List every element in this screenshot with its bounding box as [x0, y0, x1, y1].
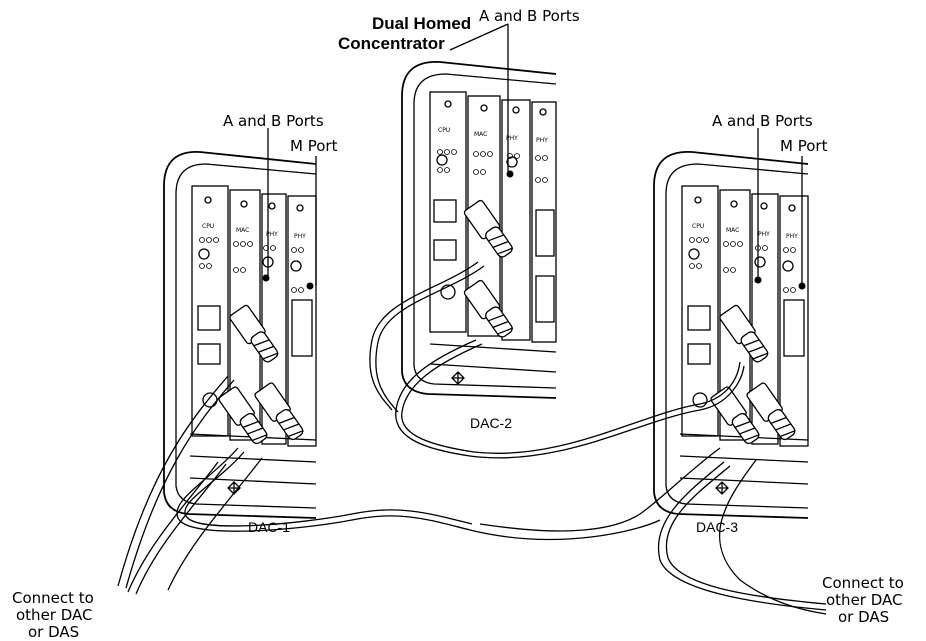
card-label-mac: MAC — [236, 227, 249, 234]
note-right-line-3: or DAS — [838, 608, 889, 626]
note-left-line-2: other DAC — [16, 606, 93, 624]
note-right-line-2: other DAC — [826, 591, 903, 609]
label-m-port-right: M Port — [780, 137, 828, 155]
note-right-line-1: Connect to — [822, 574, 904, 592]
title-line-1: Dual Homed — [372, 14, 471, 33]
card-label-phy: PHY — [506, 135, 518, 142]
label-ab-ports-right: A and B Ports — [712, 112, 813, 130]
label-m-port-left: M Port — [290, 137, 338, 155]
label-dac-3: DAC-3 — [696, 519, 738, 535]
dac-3-chassis — [653, 151, 809, 519]
label-dac-2: DAC-2 — [470, 415, 512, 431]
label-ab-ports-top: A and B Ports — [479, 7, 580, 25]
card-label-phy: PHY — [758, 231, 770, 238]
card-label-mac: MAC — [474, 131, 487, 138]
note-left-line-3: or DAS — [28, 623, 79, 641]
card-label-mac: MAC — [726, 227, 739, 234]
fiber-connectors — [218, 199, 796, 445]
title-line-2: Concentrator — [338, 34, 445, 53]
leader-lines — [267, 23, 803, 286]
card-label-cpu: CPU — [438, 127, 450, 134]
note-left-line-1: Connect to — [12, 589, 94, 607]
card-label-phy: PHY — [294, 233, 306, 240]
dac-1-chassis — [163, 151, 317, 519]
card-label-phy: PHY — [266, 231, 278, 238]
label-dac-1: DAC-1 — [248, 519, 290, 535]
dac-2-chassis — [401, 61, 557, 399]
card-label-cpu: CPU — [692, 223, 704, 230]
label-ab-ports-left: A and B Ports — [223, 112, 324, 130]
card-label-phy: PHY — [786, 233, 798, 240]
card-label-cpu: CPU — [202, 223, 214, 230]
card-label-phy: PHY — [536, 137, 548, 144]
fiber-cables — [117, 261, 827, 615]
